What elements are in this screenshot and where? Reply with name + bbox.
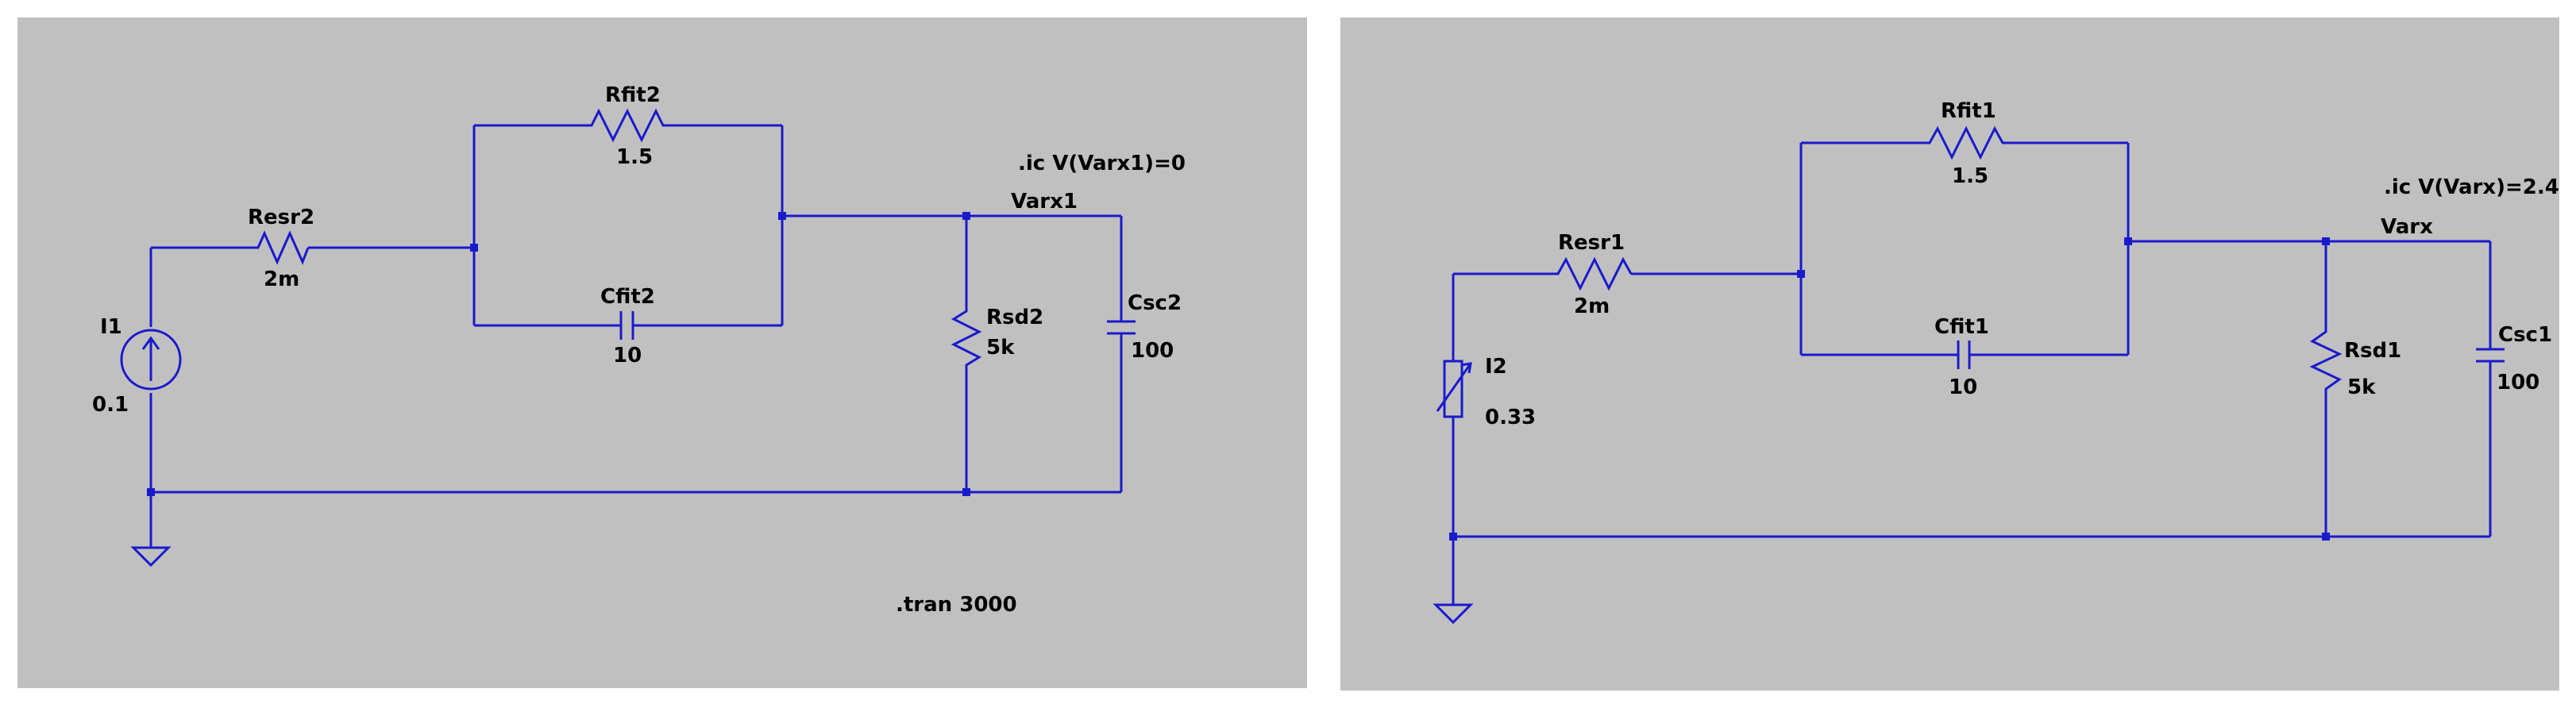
- tran-directive: .tran 3000: [896, 593, 1017, 617]
- rfit2-resistor: [581, 108, 667, 143]
- left-wires: [149, 124, 1123, 548]
- resr2-ref-label: Resr2: [248, 206, 314, 229]
- junction-dot: [1797, 270, 1805, 278]
- resr1-resistor: [1550, 256, 1633, 291]
- junction-dot: [2322, 533, 2330, 541]
- right-wires: [1452, 141, 2492, 605]
- rsd1-resistor: [2309, 325, 2343, 397]
- junction-dot: [147, 488, 155, 496]
- left-ic-directive: .ic V(Varx1)=0: [1018, 152, 1186, 175]
- junction-dot: [962, 488, 970, 496]
- cfit2-ref-label: Cfit2: [600, 285, 655, 309]
- resr1-ref-label: Resr1: [1558, 231, 1625, 255]
- csc1-capacitor: [2476, 348, 2505, 363]
- rfit1-resistor: [1920, 125, 2007, 160]
- junction-dot: [470, 244, 478, 252]
- left-canvas: [17, 17, 1307, 688]
- i1-value-label: 0.1: [92, 393, 129, 417]
- csc2-value-label: 100: [1131, 339, 1174, 363]
- resr2-value-label: 2m: [264, 267, 299, 291]
- cfit1-value-label: 10: [1949, 375, 1977, 399]
- csc2-ref-label: Csc2: [1128, 291, 1182, 315]
- csc1-value-label: 100: [2497, 371, 2539, 394]
- junction-dot: [962, 212, 970, 220]
- rsd2-resistor: [951, 306, 982, 373]
- rsd2-value-label: 5k: [986, 336, 1015, 360]
- varx1-net-label: Varx1: [1011, 190, 1078, 214]
- junction-dot: [2124, 237, 2132, 245]
- resr1-value-label: 2m: [1574, 294, 1610, 318]
- cfit1-capacitor: [1957, 341, 1971, 369]
- left-junctions: [147, 212, 970, 496]
- junction-dot: [2322, 237, 2330, 245]
- cfit2-value-label: 10: [613, 344, 642, 368]
- right-junctions: [1449, 237, 2330, 541]
- rfit1-value-label: 1.5: [1952, 164, 1988, 188]
- ground-icon: [1433, 603, 1474, 625]
- rsd1-value-label: 5k: [2347, 375, 2376, 399]
- i1-current-source: [120, 329, 182, 391]
- rfit2-ref-label: Rfit2: [605, 83, 661, 107]
- junction-dot: [778, 212, 786, 220]
- rfit2-value-label: 1.5: [616, 145, 653, 169]
- left-schematic-panel: Rfit2 1.5 Resr2 2m Cfit2 10 Rsd2 5k Csc2…: [17, 17, 1307, 688]
- i2-value-label: 0.33: [1485, 406, 1536, 429]
- right-ic-directive: .ic V(Varx)=2.4: [2384, 175, 2559, 199]
- rsd1-ref-label: Rsd1: [2344, 339, 2401, 363]
- csc1-ref-label: Csc1: [2498, 323, 2552, 347]
- cfit1-ref-label: Cfit1: [1934, 315, 1989, 339]
- rfit1-ref-label: Rfit1: [1941, 99, 1996, 123]
- cfit2-capacitor: [619, 311, 634, 340]
- i2-variable-source: [1436, 360, 1472, 418]
- i1-ref-label: I1: [100, 315, 122, 339]
- rsd2-ref-label: Rsd2: [986, 306, 1043, 329]
- ground-icon: [130, 546, 172, 568]
- right-schematic-panel: Rfit1 1.5 Resr1 2m Cfit1 10 Rsd1 5k Csc1…: [1340, 17, 2559, 691]
- i2-ref-label: I2: [1485, 355, 1507, 379]
- csc2-capacitor: [1107, 320, 1136, 335]
- varx-net-label: Varx: [2381, 215, 2433, 239]
- resr2-resistor: [253, 230, 310, 265]
- junction-dot: [1449, 533, 1457, 541]
